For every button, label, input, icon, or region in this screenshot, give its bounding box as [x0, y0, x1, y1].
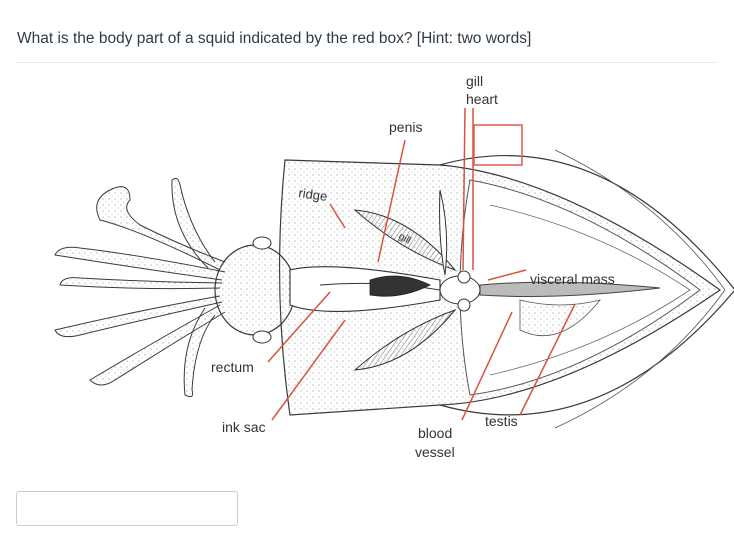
label-heart: heart: [466, 91, 498, 107]
question-text: What is the body part of a squid indicat…: [17, 30, 532, 47]
visceral-mass: [479, 281, 661, 337]
label-ink-sac: ink sac: [222, 419, 266, 435]
label-penis: penis: [389, 119, 422, 135]
pointer-lines: [267, 107, 576, 421]
divider: [17, 62, 717, 63]
label-gill-inner: gill: [397, 231, 413, 247]
label-vessel: vessel: [415, 444, 455, 460]
label-testis: testis: [485, 413, 518, 429]
label-blood: blood: [418, 425, 452, 441]
internal-organs: [289, 189, 481, 371]
label-visceral-mass: visceral mass: [530, 271, 615, 287]
head-and-arms: [54, 177, 296, 398]
squid-diagram: gill heart penis ridge gill visceral mas…: [54, 73, 734, 460]
answer-input[interactable]: [16, 491, 238, 526]
label-ridge: ridge: [298, 185, 329, 204]
label-gill-top: gill: [466, 73, 483, 89]
label-rectum: rectum: [211, 359, 254, 375]
red-highlight-box: [473, 124, 523, 166]
